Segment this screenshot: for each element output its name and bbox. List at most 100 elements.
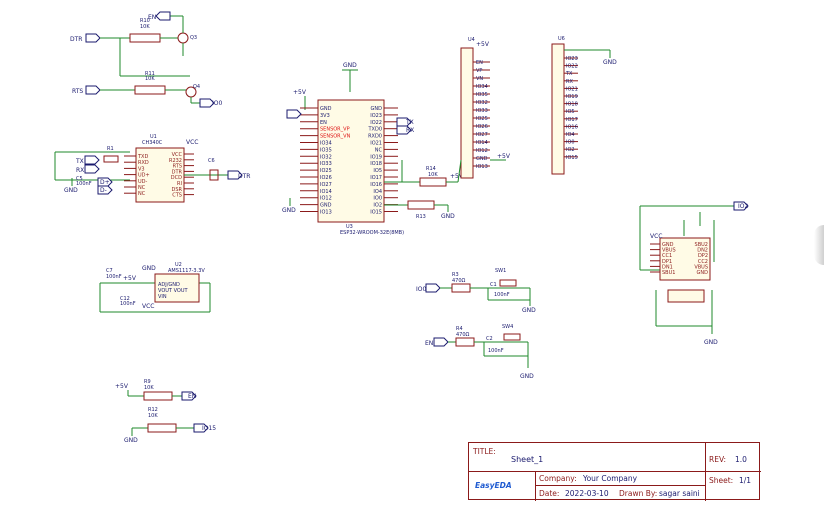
u4-pin-label: EN <box>476 60 483 66</box>
sheet-label: Sheet: <box>709 476 734 485</box>
ch340-left-pin: V3 <box>138 166 145 172</box>
title-block: TITLE: Sheet_1 REV: 1.0 EasyEDA Company:… <box>468 442 761 501</box>
esp32-right-pin: IO18 <box>370 161 382 167</box>
net-label-dplus: D+ <box>100 179 110 186</box>
ch340-right-pin: DSR <box>172 187 183 193</box>
u4-pin-label: IO27 <box>476 132 488 138</box>
esp32-left-pin: GND <box>320 203 332 209</box>
net-label-dtr: DTR <box>70 36 82 43</box>
u4-pin-label: IO33 <box>476 108 488 114</box>
ldo-pin-vout: VOUT VOUT <box>158 288 188 294</box>
u4-pin-label: IO32 <box>476 100 488 106</box>
usb-pin-left: SBU1 <box>662 270 675 276</box>
c12-value: 100nF <box>120 301 136 307</box>
resistor-r1 <box>103 155 119 163</box>
ch340-left-pin: NC <box>138 185 146 191</box>
net-label-vcc-usb: VCC <box>650 233 662 240</box>
r14-value: 10K <box>428 172 438 178</box>
net-label-gnd-r12: GND <box>124 437 138 444</box>
u6-pin-labels: IO23IO22TXRXIO21IO19IO18IO5IO17IO16IO4IO… <box>564 56 578 161</box>
esp32-right-pin: IO16 <box>370 182 382 188</box>
u6-pin-label: IO17 <box>566 117 578 123</box>
c7-designator: C7 <box>106 268 113 274</box>
ams1117-body <box>154 273 200 303</box>
sheet-title: Sheet_1 <box>511 455 544 464</box>
net-label-rx-ch340: RX <box>76 167 84 174</box>
title-label: TITLE: <box>473 447 496 456</box>
esp32-right-pin: RXD0 <box>368 134 382 140</box>
usb-pin-right: VBUS <box>694 264 708 270</box>
u6-pin-label: IO21 <box>566 86 578 92</box>
esp32-right-pin: IO4 <box>373 189 382 195</box>
u6-designator: U6 <box>558 36 565 42</box>
esp32-left-pin: IO26 <box>320 175 332 181</box>
esp32-right-pin: IO23 <box>370 113 382 119</box>
drawn-by-label: Drawn By: <box>619 489 658 498</box>
u4-designator: U4 <box>468 37 475 43</box>
u3-part-name: ESP32-WROOM-32E(8MB) <box>340 230 404 236</box>
net-label-rts: RTS <box>72 88 83 95</box>
u4-pin-label: IO34 <box>476 84 488 90</box>
u6-pin-label: IO2 <box>566 147 575 153</box>
net-label-tx-esp: TX <box>405 119 414 126</box>
net-label-gnd-sw4: GND <box>520 373 534 380</box>
u4-pin-label: IO25 <box>476 116 488 122</box>
net-label-gnd-r13: GND <box>441 213 455 220</box>
u6-pin-label: IO19 <box>566 94 578 100</box>
u6-pin-label: IO16 <box>566 124 578 130</box>
auto-reset-circuit: DTR R10 10K Q3 EN RTS R11 10K Q4 IO0 <box>70 11 222 108</box>
u6-pin-label: TX <box>565 71 573 77</box>
enable-button-circuit: EN R4 470Ω SW4 C2 100nF GND <box>425 324 534 380</box>
net-label-gnd-usb: GND <box>704 339 718 346</box>
esp32-left-pin: IO32 <box>320 154 332 160</box>
r1-designator: R1 <box>107 146 114 152</box>
usb-pin-right: DP2 <box>698 253 708 259</box>
u4-pin-label: VP <box>476 68 482 74</box>
esp32-right-pin: TXD0 <box>367 127 382 133</box>
net-label-gnd-esp: GND <box>343 62 357 69</box>
c5-value: 100nF <box>76 181 92 187</box>
c1-designator: C1 <box>490 282 497 288</box>
esp32-left-pin: IO27 <box>320 182 332 188</box>
net-label-gnd-esp2: GND <box>282 207 296 214</box>
c12-designator: C12 <box>120 296 130 302</box>
company-value: Your Company <box>583 474 638 483</box>
ch340-right-pin: DTR <box>172 169 183 175</box>
r3-designator: R3 <box>452 272 459 278</box>
esp32-left-pin: SENSOR_VP <box>320 127 350 133</box>
net-label-5v-r14: +5V <box>450 173 464 180</box>
header-u6: U6 IO23IO22TXRXIO21IO19IO18IO5IO17IO16IO… <box>551 36 617 175</box>
header-u4-body <box>460 47 474 179</box>
esp32-left-pin: IO13 <box>320 210 332 216</box>
resistor-r3 <box>451 283 471 293</box>
ch340-left-pin: UD- <box>138 179 148 185</box>
resistor-r12 <box>147 423 177 433</box>
r3-value: 470Ω <box>452 278 466 284</box>
net-label-dminus: D- <box>100 187 107 194</box>
easyeda-logo: EasyEDA <box>475 481 512 490</box>
resistor-r11 <box>134 85 166 95</box>
r10-value: 10K <box>140 24 150 30</box>
u4-pin-label: IO14 <box>476 140 488 146</box>
page-edge-shadow <box>814 225 824 265</box>
net-label-5v-esp: +5V <box>293 89 307 96</box>
u4-pin-label: IO13 <box>476 164 488 170</box>
rev-label: REV: <box>709 455 726 464</box>
net-label-gnd-u6: GND <box>603 59 617 66</box>
q4-designator: Q4 <box>193 84 200 90</box>
esp32-right-pin: IO17 <box>370 175 382 181</box>
r11-designator: R11 <box>145 71 155 77</box>
net-label-5v-u4: +5V <box>476 41 490 48</box>
net-label-io15: IO15 <box>202 425 216 432</box>
esp32-left-pin: IO25 <box>320 168 332 174</box>
c2-value: 100nF <box>488 348 504 354</box>
esp32-right-pin: IO22 <box>370 120 382 126</box>
net-label-gnd-sw1: GND <box>522 307 536 314</box>
usb-pin-left: GND <box>662 242 674 248</box>
usb-pin-left: CC1 <box>662 253 672 259</box>
date-value: 2022-03-10 <box>565 489 609 498</box>
usb-pin-right: GND <box>697 270 709 276</box>
esp32-module: GND +5V U3 ESP32-WROOM-32E(8MB) GND3V3EN… <box>282 62 464 236</box>
